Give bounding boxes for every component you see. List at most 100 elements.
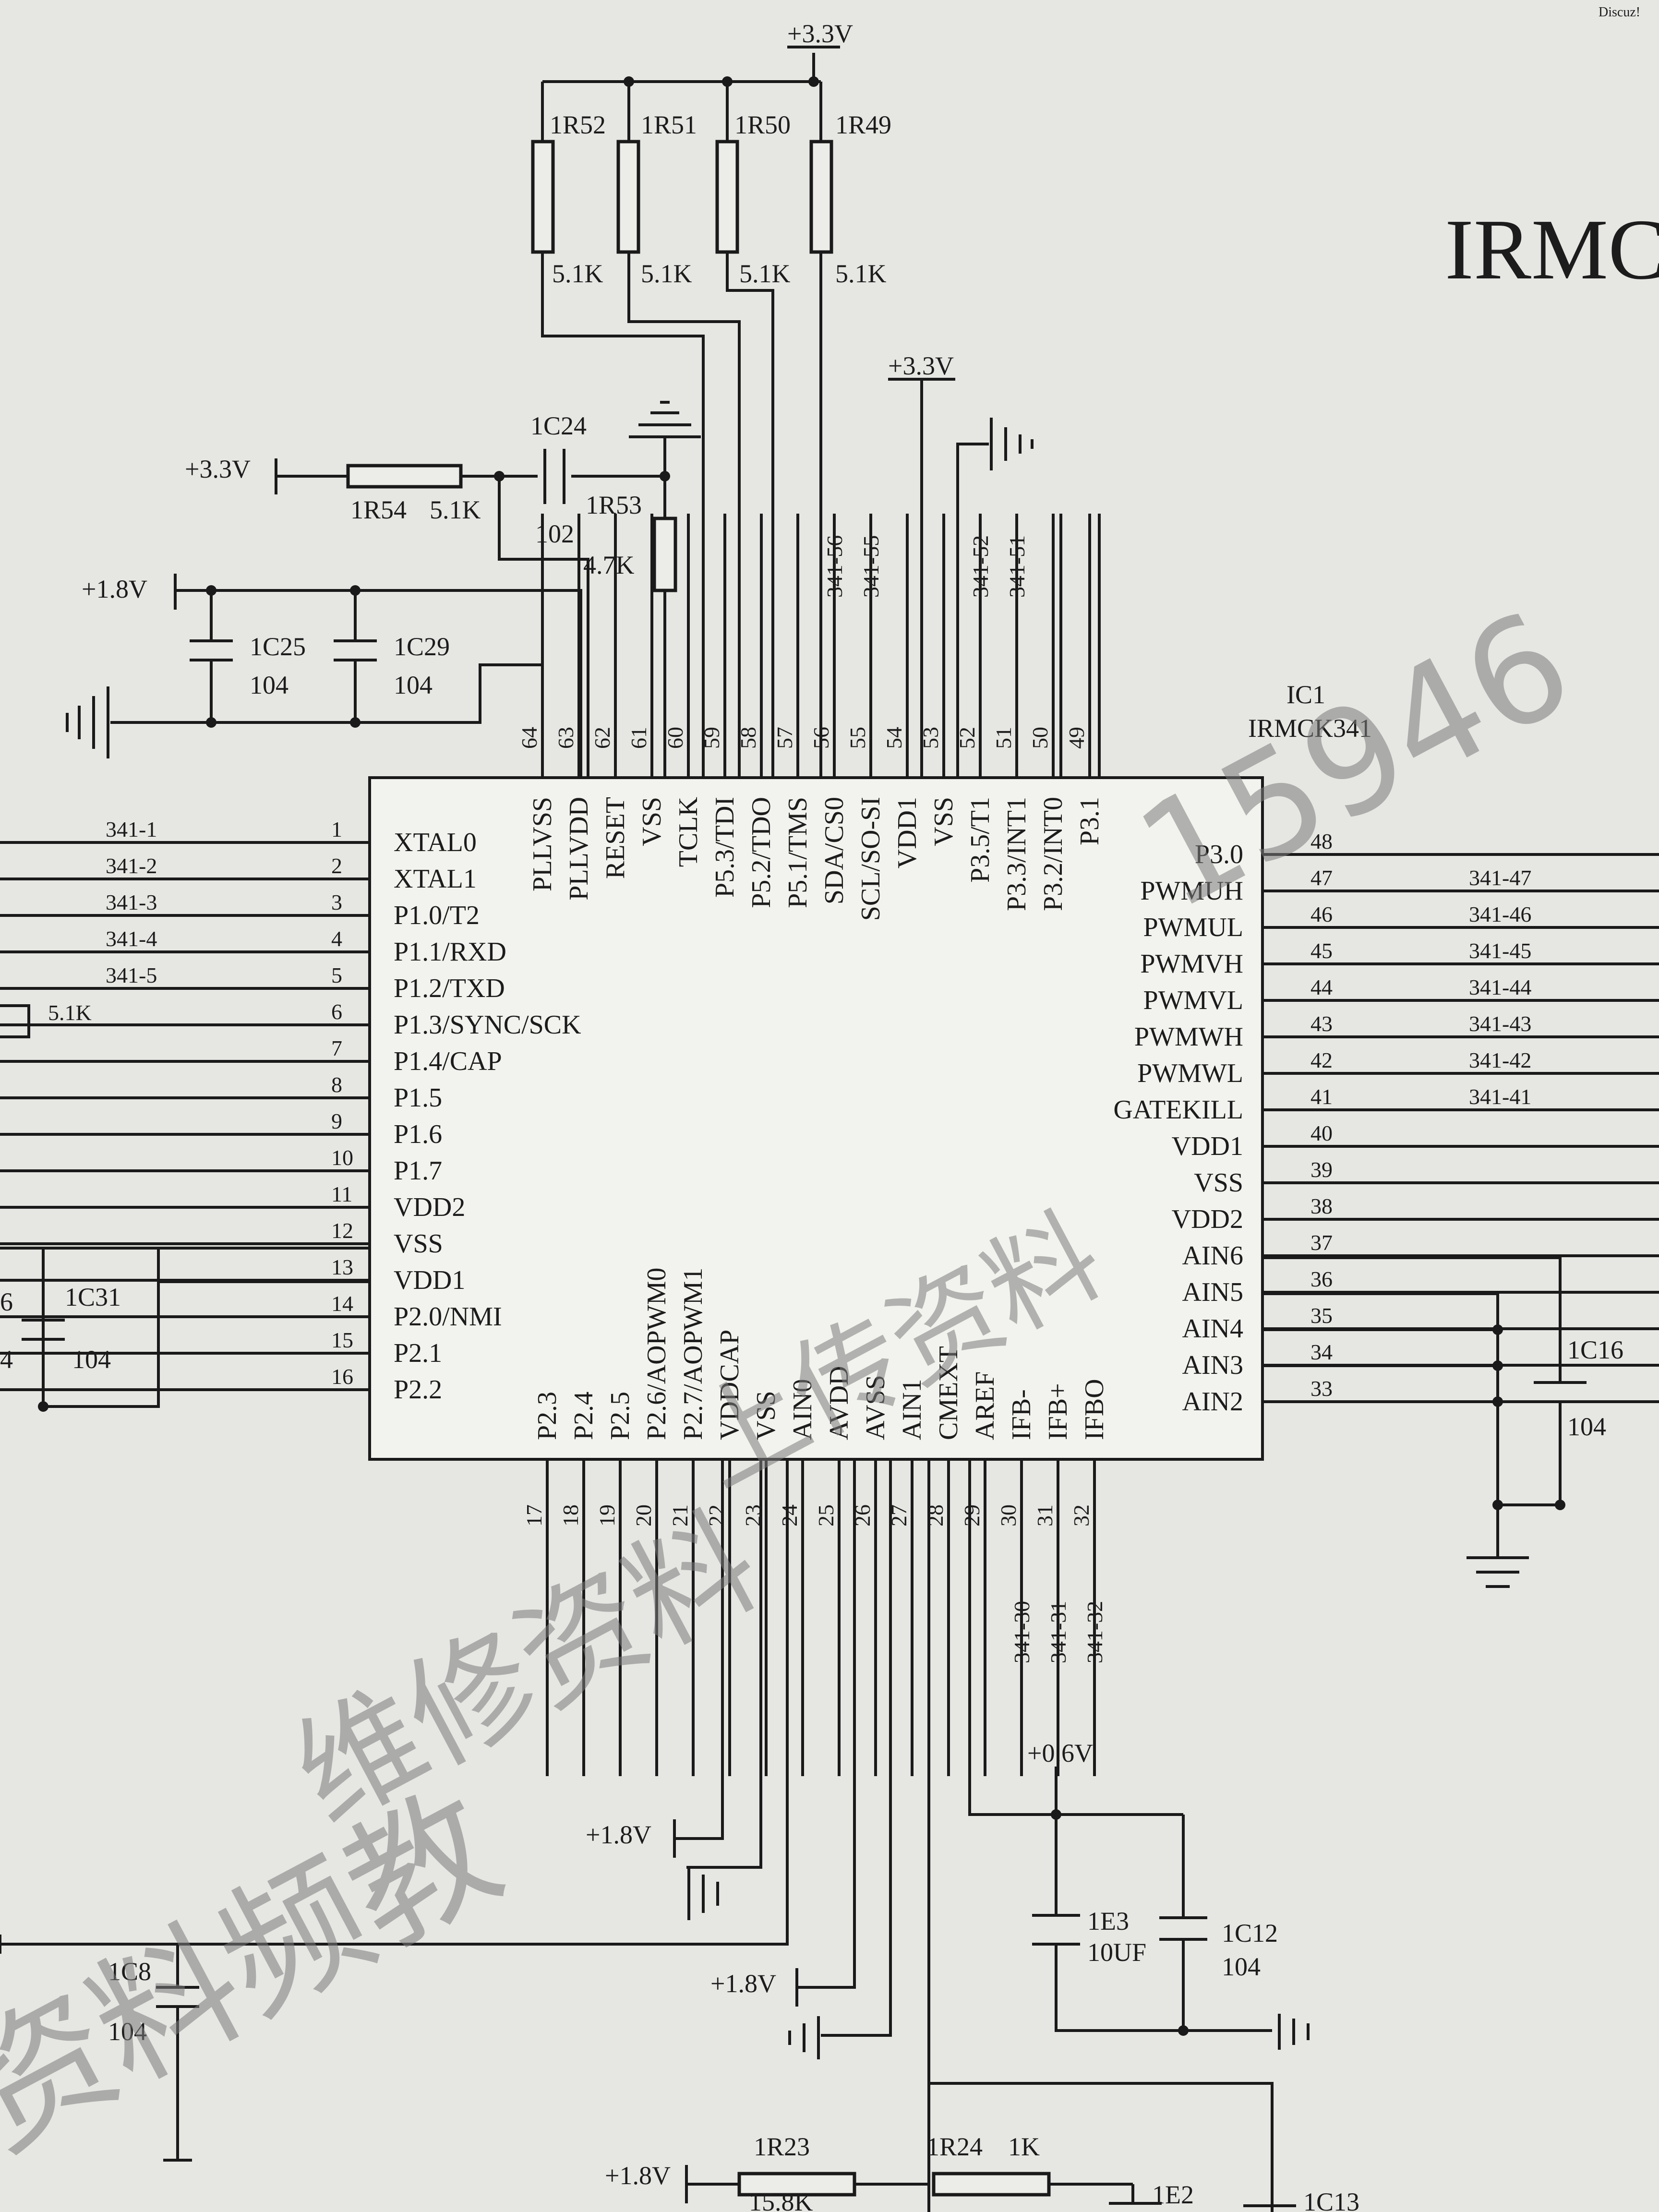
pin-right-name: PWMVH	[1140, 949, 1243, 979]
pin-right-net: 341-46	[1469, 902, 1531, 926]
pin-bottom-name: P2.4	[569, 1392, 599, 1440]
pin-bottom-name: IFB+	[1043, 1383, 1073, 1440]
pin-top-num: 62	[590, 727, 614, 749]
pin-right-num: 33	[1310, 1376, 1333, 1401]
c16-val: 104	[1567, 1412, 1606, 1441]
pullup-network: +3.3V 1R52 1R51 1R50 1R49 5.1K 5.1K 5.1K…	[531, 19, 891, 778]
pin-right-name: PWMUH	[1140, 876, 1243, 906]
pin-top-name: P3.2/INT0	[1038, 797, 1068, 911]
pin-top-num: 54	[882, 727, 906, 749]
pin-left-name: P1.6	[394, 1119, 442, 1149]
pin-bottom-num: 25	[814, 1504, 838, 1527]
pin-right-name: GATEKILL	[1113, 1095, 1243, 1125]
pin-top-name: SCL/SO-SI	[856, 797, 886, 921]
sheet-title: IRMCK	[1445, 202, 1659, 297]
pin-left-net: 341-2	[106, 854, 157, 878]
pin-bottom-net: 341-30	[1010, 1601, 1034, 1663]
pin-right-num: 47	[1310, 866, 1333, 890]
pin-left-num: 16	[331, 1364, 353, 1389]
pin-left-name: P1.2/TXD	[394, 974, 505, 1003]
r24-ref: 1R24	[926, 2132, 983, 2161]
pin-left-num: 13	[331, 1255, 353, 1279]
pin-left-name: P1.0/T2	[394, 901, 480, 930]
pin-bottom-name: P2.5	[605, 1392, 635, 1440]
v18-bottom-a-label: +1.8V	[586, 1820, 651, 1849]
pin-top-name: PLLVSS	[528, 797, 557, 891]
pin-right-net: 341-42	[1469, 1048, 1531, 1072]
left-res-val: 5.1K	[48, 1000, 92, 1025]
pin-right-num: 42	[1310, 1048, 1333, 1072]
pin-top-name: P5.1/TMS	[783, 797, 813, 908]
v33-mid-label: +3.3V	[888, 351, 954, 380]
c12-val: 104	[1222, 1952, 1261, 1981]
c25-val: 104	[250, 671, 289, 699]
pin-right-net: 341-47	[1469, 866, 1531, 890]
pin-left-num: 6	[331, 999, 342, 1024]
pin-top-name: SDA/CS0	[819, 797, 849, 904]
pins-bottom: 17P2.318P2.419P2.520P2.6/AOPWM021P2.7/AO…	[522, 1268, 1109, 1776]
pin-bottom-name: VSS	[751, 1391, 781, 1440]
pin-left-num: 9	[331, 1109, 342, 1133]
pin-left-name: P1.1/RXD	[394, 937, 506, 967]
pin-right-name: P3.0	[1195, 840, 1243, 869]
pin-top-num: 51	[991, 727, 1016, 749]
pin-left-num: 1	[331, 817, 342, 842]
pin-left-net: 341-4	[106, 926, 157, 951]
pin-right-net: 341-41	[1469, 1084, 1531, 1109]
pin-left-net: 341-1	[106, 817, 157, 842]
pin-right-num: 35	[1310, 1303, 1333, 1328]
pin-right-net: 341-44	[1469, 975, 1531, 999]
v18-pll-label: +1.8V	[82, 575, 147, 603]
c24-ref: 1C24	[530, 411, 587, 440]
pin-bottom-name: P2.3	[532, 1392, 562, 1440]
pin-right-net: 341-43	[1469, 1011, 1531, 1036]
pin-left-net: 341-3	[106, 890, 157, 914]
pin-left-name: P1.7	[394, 1156, 442, 1186]
pin-bottom-name: P2.7/AOPWM1	[678, 1268, 708, 1440]
pin-bottom-name: AREF	[970, 1371, 1000, 1440]
r23-ref: 1R23	[754, 2132, 810, 2161]
pin-right-name: PWMVL	[1143, 986, 1243, 1015]
c31-val: 104	[72, 1345, 111, 1374]
pin-top-num: 63	[553, 727, 578, 749]
r49-val: 5.1K	[835, 259, 887, 288]
pin-bottom-num: 28	[923, 1504, 948, 1527]
pin-top-name: TCLK	[673, 797, 703, 867]
v33-top-label: +3.3V	[787, 19, 853, 48]
pin-right-name: AIN5	[1182, 1277, 1243, 1307]
pin-bottom-num: 31	[1033, 1504, 1057, 1527]
pin-right-num: 39	[1310, 1157, 1333, 1182]
pin-top-num: 50	[1028, 727, 1052, 749]
pin-top-name: PLLVDD	[564, 797, 594, 901]
ic-body	[368, 776, 1264, 1461]
pin-bottom-num: 18	[558, 1504, 583, 1527]
pin-left-num: 11	[331, 1182, 352, 1206]
pin-right-num: 36	[1310, 1267, 1333, 1291]
pll-decoupling: +1.8V 1C25 104 1C29 104	[66, 574, 582, 778]
pin-top-name: P3.5/T1	[965, 797, 995, 883]
pin-left-num: 12	[331, 1218, 353, 1243]
pin-top-name: VDD1	[892, 797, 922, 868]
pin-top-name: VSS	[637, 797, 667, 846]
pin-right-num: 43	[1310, 1011, 1333, 1036]
e2-ref: 1E2	[1152, 2180, 1194, 2209]
pin-bottom-num: 20	[631, 1504, 656, 1527]
pin-left-name: VSS	[394, 1229, 443, 1259]
pin-left-name: P2.2	[394, 1375, 442, 1405]
pin-right-num: 37	[1310, 1230, 1333, 1255]
pin-left-name: XTAL0	[394, 828, 477, 857]
r50-ref: 1R50	[734, 110, 791, 139]
r23-val: 15.8K	[749, 2188, 813, 2212]
left-edge-val-a: 6	[0, 1287, 13, 1316]
pin-left-num: 4	[331, 926, 342, 951]
pin-left-name: VDD2	[394, 1192, 465, 1222]
pin-top-name: RESET	[601, 797, 630, 879]
r50-val: 5.1K	[739, 259, 791, 288]
pin-left-num: 10	[331, 1145, 353, 1170]
pin-left-num: 14	[331, 1291, 353, 1316]
r52-ref: 1R52	[550, 110, 606, 139]
c8-val: 104	[108, 2017, 147, 2046]
pin-right-name: AIN2	[1182, 1387, 1243, 1417]
